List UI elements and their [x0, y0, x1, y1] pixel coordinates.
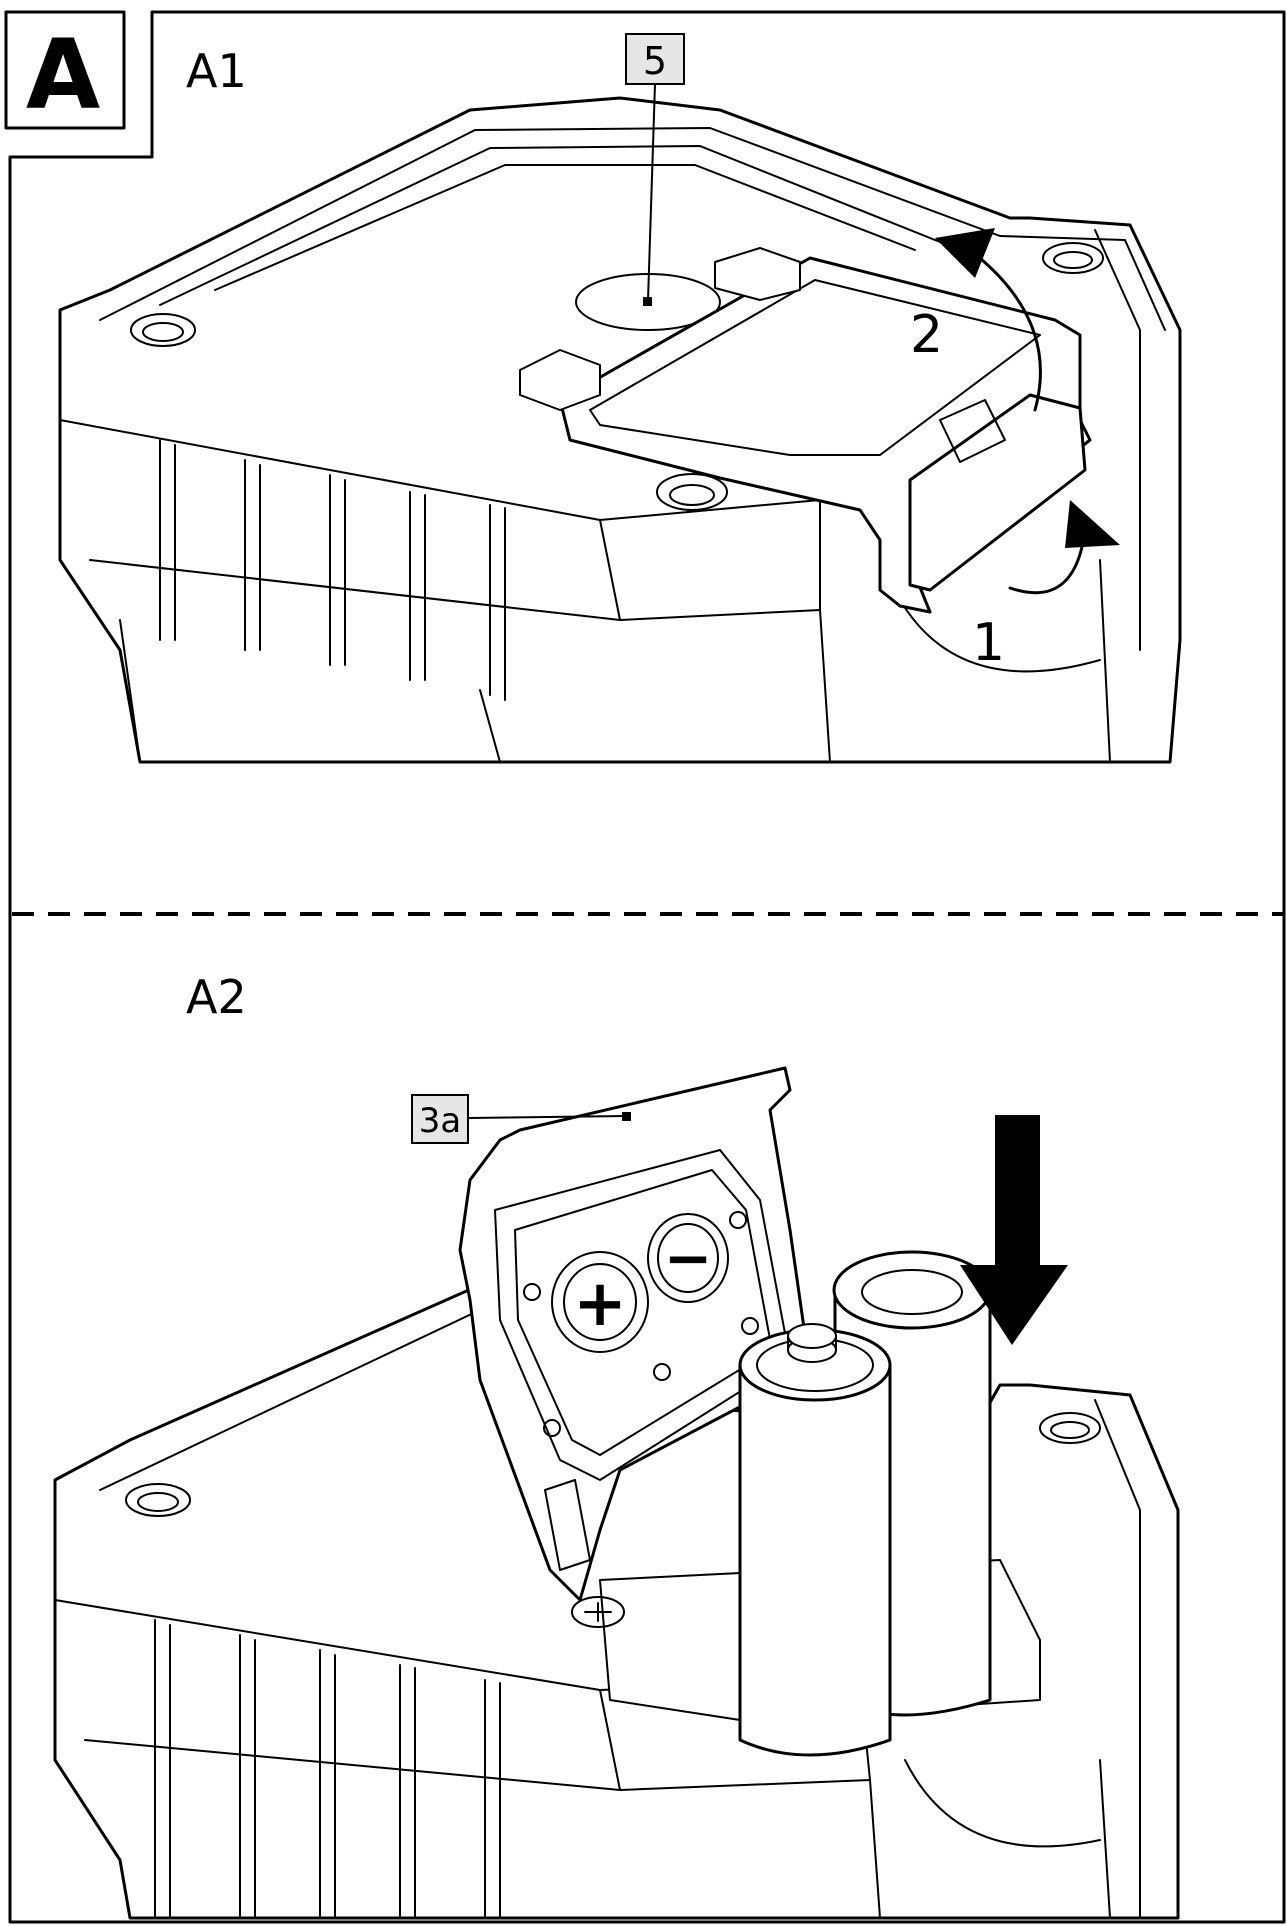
callout-3a-label: 3a — [419, 1101, 461, 1141]
panel-a1-label: A1 — [186, 44, 247, 98]
callout-3a: 3a — [411, 1094, 631, 1144]
panel-a2-label: A2 — [186, 970, 247, 1024]
callout-5: 5 — [625, 33, 685, 306]
figure-frame — [8, 10, 1286, 1924]
insert-down-arrow — [960, 1115, 1068, 1345]
device-illustration-a1 — [58, 96, 1182, 764]
minus-contact-symbol: − — [664, 1224, 713, 1292]
callout-5-label: 5 — [643, 39, 667, 83]
step-1-arrow — [1008, 500, 1120, 595]
step-2-number: 2 — [910, 305, 943, 365]
figure-letter-box: A — [4, 10, 126, 131]
figure-letter: A — [26, 19, 100, 131]
step-1-number: 1 — [972, 613, 1005, 673]
battery-left — [738, 1323, 892, 1757]
plus-contact-symbol: + — [573, 1267, 627, 1341]
step-2-arrow — [935, 228, 1042, 412]
